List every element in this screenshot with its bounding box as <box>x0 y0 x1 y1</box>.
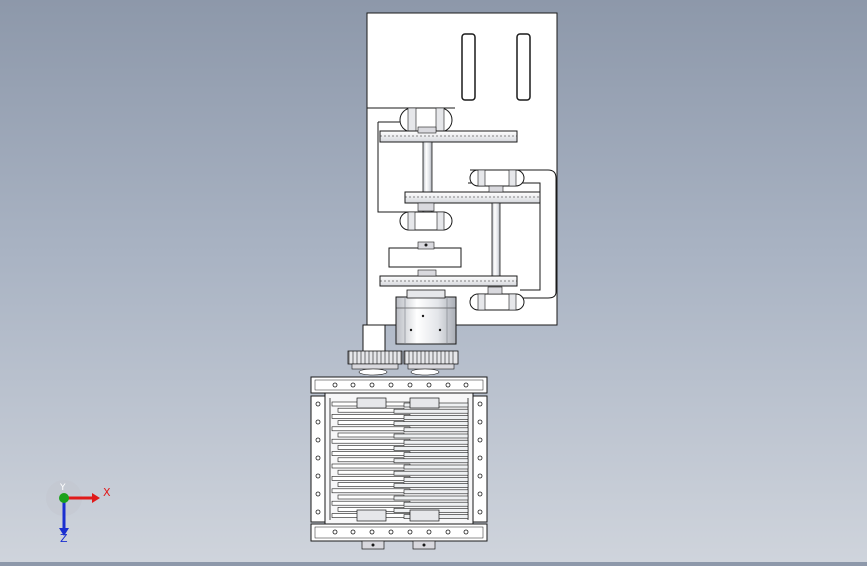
bolt-hole <box>477 491 483 497</box>
bolt-hole <box>477 509 483 515</box>
bolt-hole <box>445 382 451 388</box>
bolt-hole <box>388 382 394 388</box>
adjustment-slot-right <box>516 33 531 101</box>
bolt-hole <box>477 419 483 425</box>
blade-right <box>393 483 469 488</box>
blade-right <box>403 501 469 507</box>
y-axis-icon <box>59 493 69 503</box>
blade-right <box>403 489 469 495</box>
blade-left <box>331 438 411 444</box>
reference-triad: X Y Z <box>40 480 120 550</box>
blade-left <box>331 476 411 481</box>
bolt-hole <box>350 382 356 388</box>
bolt-hole <box>369 529 375 535</box>
blade-right <box>403 427 469 433</box>
bolt-hole <box>407 529 413 535</box>
middle-bearing-left[interactable] <box>399 202 453 231</box>
bolt-hole <box>426 529 432 535</box>
blade-right <box>393 421 469 426</box>
gear-motor[interactable] <box>362 289 457 353</box>
bolt-hole <box>350 529 356 535</box>
blade-left <box>331 414 411 419</box>
mounting-plate[interactable] <box>366 12 558 326</box>
bolt-hole <box>445 529 451 535</box>
bolt-hole <box>315 437 321 443</box>
bolt-hole <box>477 455 483 461</box>
bottom-shaft-ends[interactable] <box>361 540 436 550</box>
bolt-hole <box>407 382 413 388</box>
blade-left <box>331 426 411 432</box>
blade-left <box>331 488 411 494</box>
y-axis-label: Y <box>60 483 66 493</box>
blade-right <box>403 477 469 482</box>
drive-gears[interactable] <box>347 350 459 376</box>
blade-left <box>331 500 411 506</box>
x-arrow-icon <box>92 493 100 503</box>
z-axis-label: Z <box>60 532 68 545</box>
blade-right <box>393 408 469 414</box>
blade-right <box>393 458 469 464</box>
blade-right <box>403 439 469 445</box>
bolt-hole <box>315 509 321 515</box>
blade-right <box>393 495 469 501</box>
cutter-blades[interactable] <box>329 397 469 522</box>
bolt-hole <box>463 529 469 535</box>
lower-bearing-right[interactable] <box>469 286 525 311</box>
blade-right <box>403 452 469 457</box>
blade-right <box>403 415 469 420</box>
bolt-hole <box>426 382 432 388</box>
bolt-hole <box>315 473 321 479</box>
bolt-hole <box>315 419 321 425</box>
bolt-hole <box>477 401 483 407</box>
right-shaft[interactable] <box>491 202 501 279</box>
bolt-hole <box>332 529 338 535</box>
bolt-hole <box>369 382 375 388</box>
coupling-housing[interactable] <box>388 241 462 268</box>
adjustment-slot-left <box>461 33 476 101</box>
blade-left <box>331 463 411 469</box>
z-arrow-icon <box>59 528 69 536</box>
blade-right <box>393 433 469 439</box>
bolt-hole <box>315 491 321 497</box>
bolt-hole <box>388 529 394 535</box>
bolt-hole <box>463 382 469 388</box>
bolt-hole <box>315 455 321 461</box>
blade-left <box>331 451 411 456</box>
upper-sprocket[interactable] <box>379 130 518 143</box>
x-axis-label: X <box>103 486 111 499</box>
bolt-hole <box>332 382 338 388</box>
bolt-hole <box>477 437 483 443</box>
middle-bearing-right[interactable] <box>469 169 525 193</box>
triad-axes <box>46 480 100 536</box>
bolt-hole <box>477 473 483 479</box>
blade-right <box>403 464 469 470</box>
blade-right <box>393 470 469 476</box>
lower-sprocket[interactable] <box>379 269 518 287</box>
blade-right <box>393 446 469 451</box>
bolt-hole <box>315 401 321 407</box>
middle-sprocket[interactable] <box>404 191 541 204</box>
